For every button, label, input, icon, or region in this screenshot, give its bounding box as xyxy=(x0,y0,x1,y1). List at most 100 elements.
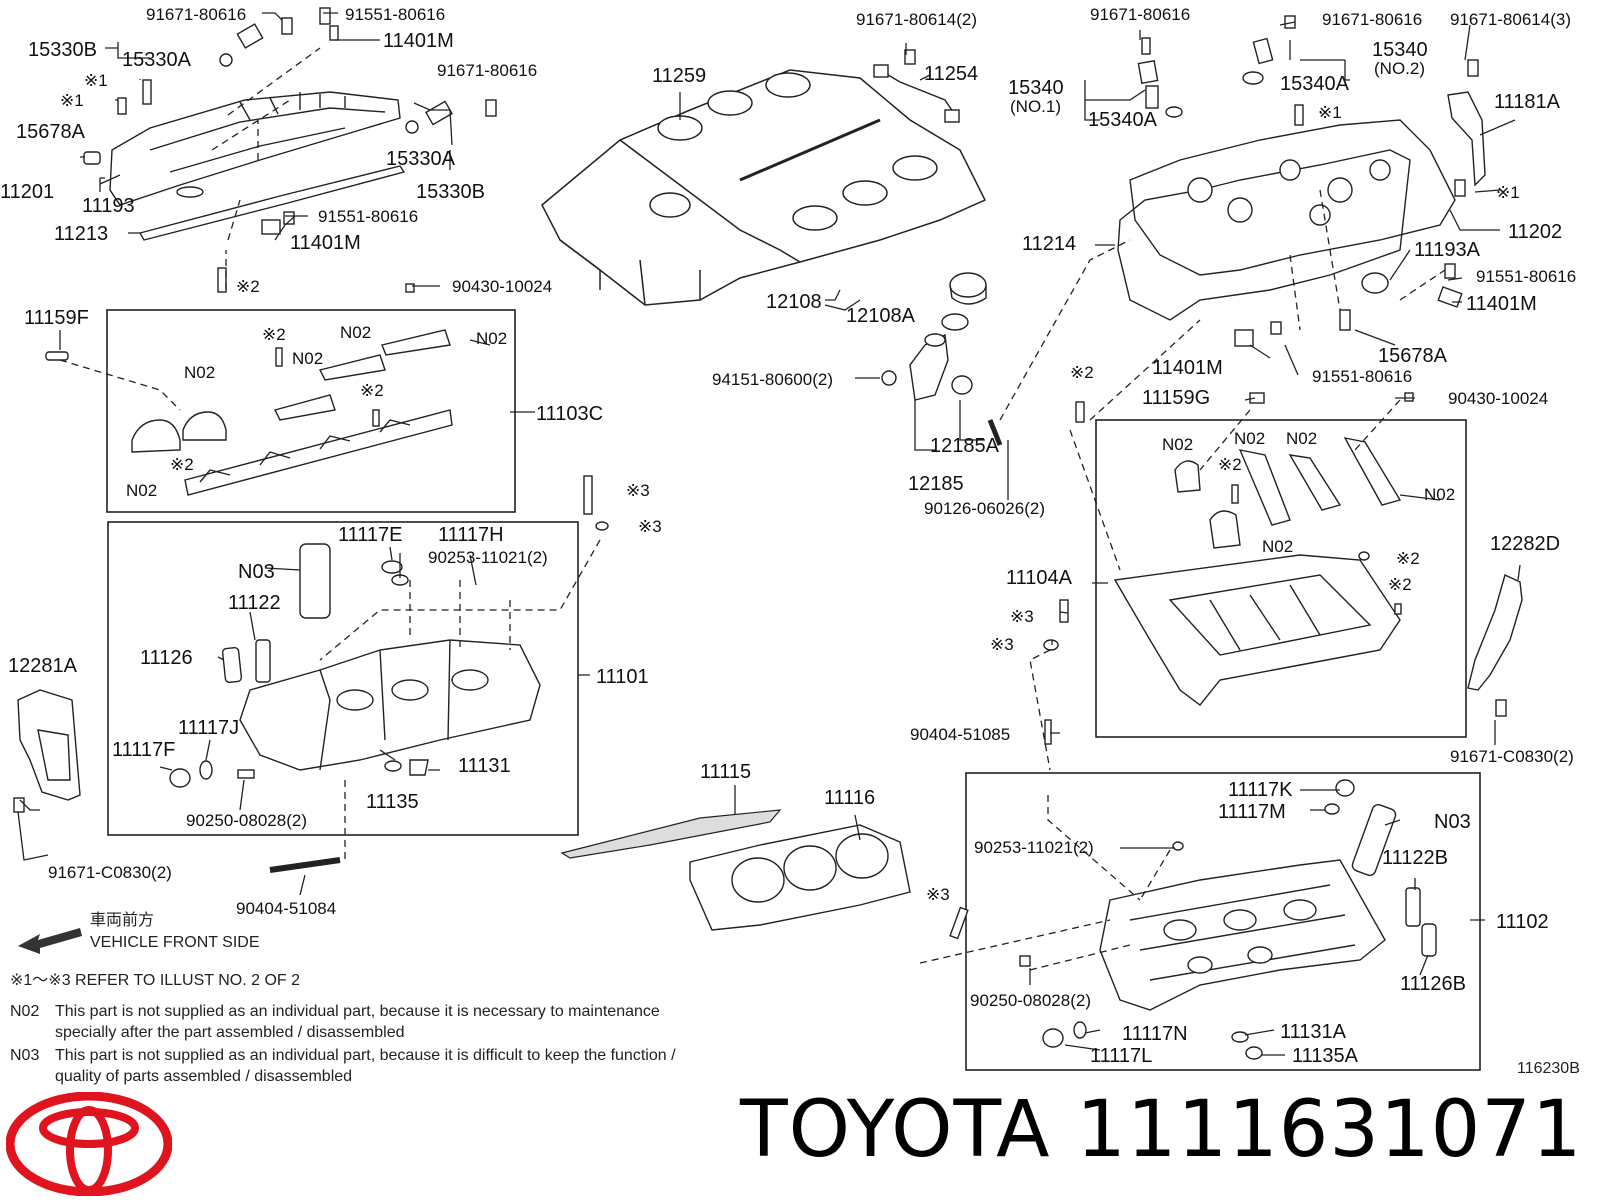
dashed-leaders xyxy=(59,47,1446,971)
part-label: 15330A xyxy=(122,49,192,71)
part-label: N02 xyxy=(1424,485,1455,504)
part-label: 12108 xyxy=(766,291,822,313)
part-label: 90404-51084 xyxy=(236,899,336,918)
part-label: 91551-80616 xyxy=(345,5,445,24)
part-label: 12108A xyxy=(846,305,916,327)
part-label: N02 xyxy=(340,323,371,342)
part-label: 91671-80616 xyxy=(1090,5,1190,24)
group-box-11104a xyxy=(1095,419,1467,738)
oil-filler-parts xyxy=(881,272,1003,446)
part-label: 15330B xyxy=(28,39,97,61)
part-label: ※2 xyxy=(170,455,194,474)
engine-cover-11259 xyxy=(541,69,987,306)
vehicle-front-arrow xyxy=(18,928,82,954)
part-label: 15678A xyxy=(1378,345,1448,367)
part-label: 15340A xyxy=(1280,73,1350,95)
head-gasket-11116 xyxy=(689,824,911,931)
part-label: 11259 xyxy=(652,65,706,87)
part-label: 11131 xyxy=(458,755,511,777)
part-label: 90253-11021(2) xyxy=(974,838,1094,857)
part-label: 11401M xyxy=(1466,293,1537,315)
part-label: 11122 xyxy=(228,592,281,614)
part-label: 90430-10024 xyxy=(1448,389,1548,408)
brand-part-title: TOYOTA 1111631071 xyxy=(740,1085,1583,1175)
note-n03-line2: quality of parts assembled / disassemble… xyxy=(55,1068,353,1085)
part-label: ※1 xyxy=(60,91,84,110)
part-label: 11201 xyxy=(0,181,54,203)
part-label: 11193A xyxy=(1414,239,1481,261)
part-label: N02 xyxy=(1234,429,1265,448)
part-label: ※2 xyxy=(262,325,286,344)
cylinder-head-lh xyxy=(169,475,609,873)
part-label: N03 xyxy=(1434,811,1471,833)
part-label: 11103C xyxy=(536,403,603,425)
part-label: 11117K xyxy=(1228,779,1293,801)
gasket-11213 xyxy=(138,165,406,241)
part-label: 91671-80616 xyxy=(437,61,537,80)
part-label: 90404-51085 xyxy=(910,725,1010,744)
part-label: ※2 xyxy=(1396,549,1420,568)
part-label: N02 xyxy=(1162,435,1193,454)
part-label: 11117F xyxy=(112,739,175,761)
cylinder-head-rh xyxy=(949,719,1437,1060)
part-label: 90250-08028(2) xyxy=(970,991,1091,1010)
part-label: ※2 xyxy=(1218,455,1242,474)
part-labels: 91671-80616 91551-80616 15330B 15330A 11… xyxy=(0,5,1576,1067)
camshaft-caps-lh xyxy=(131,329,453,496)
part-label: ※3 xyxy=(990,635,1014,654)
bracket-12282d xyxy=(1467,574,1523,717)
part-label: 11117N xyxy=(1122,1023,1188,1045)
part-label: 12281A xyxy=(8,655,78,677)
part-label: N02 xyxy=(126,481,157,500)
part-label: 11401M xyxy=(383,30,454,52)
part-label: 11159G xyxy=(1142,387,1210,409)
part-label: 94151-80600(2) xyxy=(712,370,833,389)
part-label: 11117L xyxy=(1090,1045,1152,1067)
cylinder-head-cover-rh xyxy=(1117,119,1456,321)
part-label: 91551-80616 xyxy=(318,207,418,226)
note-n03-label: N03 xyxy=(10,1047,40,1064)
part-label: (NO.2) xyxy=(1374,59,1425,78)
part-label: (NO.1) xyxy=(1010,97,1061,116)
part-label: 11126 xyxy=(140,647,193,669)
part-label: 91671-80616 xyxy=(146,5,246,24)
part-label: ※3 xyxy=(626,481,650,500)
part-label: 15678A xyxy=(16,121,86,143)
sensor-11254 xyxy=(873,49,960,123)
part-label: 90253-11021(2) xyxy=(428,548,548,567)
part-label: 15340 xyxy=(1372,39,1428,61)
part-label: ※2 xyxy=(1388,575,1412,594)
part-label: 11202 xyxy=(1508,221,1562,243)
part-label: N03 xyxy=(238,561,275,583)
part-label: N02 xyxy=(292,349,323,368)
part-label: 90430-10024 xyxy=(452,277,552,296)
group-box-11102 xyxy=(965,772,1481,1071)
part-label: 11115 xyxy=(700,761,751,783)
part-label: 15330B xyxy=(416,181,485,203)
part-label: 11213 xyxy=(54,223,108,245)
part-label: 11401M xyxy=(290,232,361,254)
part-label: 11104A xyxy=(1006,567,1073,589)
small-parts-upper-right xyxy=(1137,15,1486,404)
part-label: 11117J xyxy=(178,717,239,739)
gasket-11115 xyxy=(560,809,782,859)
part-label: ※2 xyxy=(360,381,384,400)
part-label: 11214 xyxy=(1022,233,1076,255)
part-label: ※1 xyxy=(1318,103,1342,122)
part-label: 11117H xyxy=(438,524,504,546)
part-label: 15340A xyxy=(1088,109,1158,131)
bracket-12281a xyxy=(13,689,81,813)
part-label: ※3 xyxy=(926,885,950,904)
part-label: ※3 xyxy=(1010,607,1034,626)
part-label: 91671-C0830(2) xyxy=(48,863,172,882)
note-refer: ※1～※3 REFER TO ILLUST NO. 2 OF 2 xyxy=(10,972,301,989)
note-n03-line1: This part is not supplied as an individu… xyxy=(55,1047,676,1064)
part-label: 11117E xyxy=(338,524,403,546)
part-label: 11116 xyxy=(824,787,875,809)
part-label: 12185 xyxy=(908,473,964,495)
cylinder-head-cover-lh xyxy=(109,91,401,206)
part-label: 91551-80616 xyxy=(1312,367,1412,386)
diagram-code: 116230B xyxy=(1517,1060,1580,1077)
part-label: 11117M xyxy=(1218,801,1286,823)
